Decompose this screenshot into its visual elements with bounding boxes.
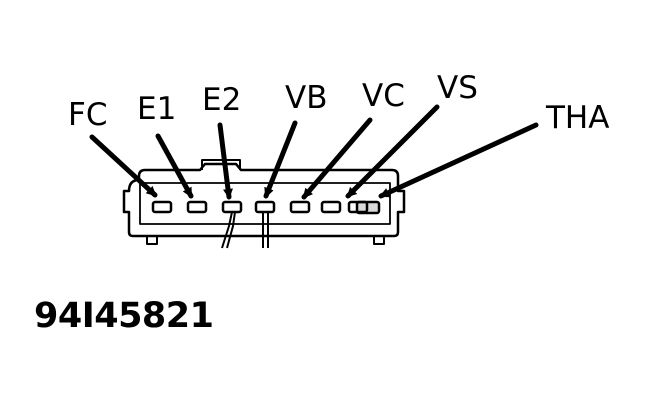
terminal-fc bbox=[151, 200, 173, 214]
terminal-e2 bbox=[221, 200, 243, 214]
label-vs: VS bbox=[437, 70, 478, 106]
wire-leads bbox=[221, 211, 269, 249]
arrow-fc bbox=[89, 134, 158, 198]
arrow-e2 bbox=[217, 122, 233, 200]
arrow-vc bbox=[301, 117, 373, 200]
connector-body bbox=[122, 159, 406, 245]
pointer-arrows bbox=[89, 104, 539, 200]
terminal-6 bbox=[320, 200, 342, 214]
figure-reference-number: 94I45821 bbox=[34, 296, 214, 336]
terminals bbox=[151, 200, 381, 215]
label-e2: E2 bbox=[202, 82, 241, 118]
terminal-vb bbox=[254, 200, 276, 214]
terminal-tha bbox=[355, 200, 381, 215]
arrow-vs bbox=[345, 104, 440, 199]
arrow-tha bbox=[378, 122, 539, 199]
terminal-vc bbox=[289, 200, 311, 214]
label-e1: E1 bbox=[137, 91, 176, 127]
arrow-e1 bbox=[155, 133, 194, 199]
label-tha: THA bbox=[545, 100, 609, 136]
arrow-vb bbox=[263, 120, 298, 199]
terminal-e1 bbox=[186, 200, 208, 214]
label-fc: FC bbox=[68, 97, 107, 133]
label-vc: VC bbox=[362, 78, 405, 114]
label-vb: VB bbox=[285, 80, 327, 116]
